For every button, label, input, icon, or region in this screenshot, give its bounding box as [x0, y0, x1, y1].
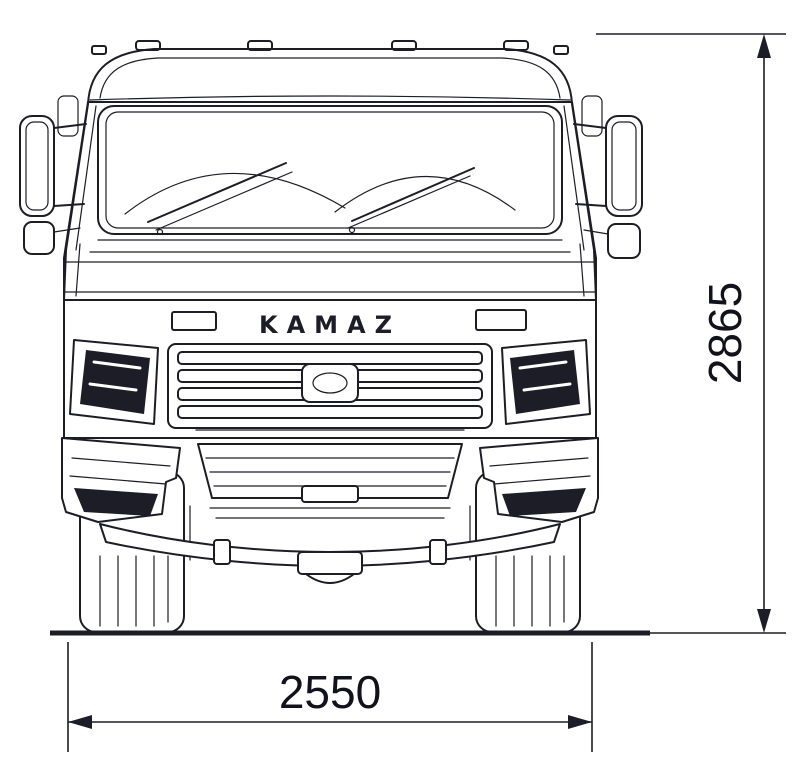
headlight-glass-left [80, 350, 150, 414]
width-arrow-right [568, 715, 592, 729]
headlight-left [69, 339, 159, 425]
badge-plate-right [475, 309, 527, 331]
mirror-arms-right [573, 123, 607, 207]
wide-angle-mirror-left [23, 221, 55, 255]
wiper-pivot-right [348, 226, 356, 234]
cab-body [63, 101, 597, 439]
marker-lamp-small-right [553, 45, 569, 55]
tow-housing-arc [305, 573, 355, 584]
grille [167, 343, 493, 429]
corner-deflector-left [57, 95, 79, 137]
badge-plate-left [171, 311, 217, 331]
wiper-blade-right [351, 167, 475, 222]
bumper-center-member [209, 507, 451, 519]
roof-outline [87, 48, 573, 105]
marker-lamp-small-left [91, 45, 107, 55]
dimension-height: 2865 [596, 33, 786, 633]
height-arrow-bottom [757, 609, 771, 633]
wide-angle-arm-right [583, 229, 609, 235]
bumper [61, 429, 599, 584]
headlight-frame-right [501, 339, 591, 425]
hanger-right [429, 539, 447, 565]
cab-edge-right [571, 103, 597, 439]
hanger-left [213, 539, 231, 565]
roof [57, 40, 603, 137]
truck-front-view: KAMAZ [19, 40, 643, 633]
cab-seams [63, 103, 597, 439]
windshield [89, 105, 571, 253]
bumper-step-lines-right [489, 457, 591, 485]
windshield-outer [97, 105, 563, 235]
height-arrow-top [757, 34, 771, 58]
cab-edge-left [63, 103, 89, 439]
mirror-housing-right [605, 115, 643, 217]
mirror-housing-left [19, 115, 55, 217]
windshield-inner [105, 111, 555, 229]
wiper-sweep-arc-right [334, 175, 516, 213]
mirror-right [573, 115, 643, 259]
wiper-sweep-arc-left [124, 172, 346, 215]
tow-housing [297, 551, 363, 575]
mirror-left [19, 115, 87, 255]
tire-tread-right [495, 555, 565, 627]
sun-visor-line [89, 95, 571, 101]
tire-tread-left [99, 555, 169, 627]
corner-deflector-right [581, 95, 603, 137]
roof-inner-line [99, 57, 561, 99]
headlight-right [501, 339, 591, 425]
headlight-slits-right [518, 360, 572, 392]
door-edge-lines [75, 243, 585, 297]
dimension-width: 2550 [67, 642, 593, 752]
wiper-blade-left [147, 162, 287, 223]
windshield-sill [89, 239, 571, 253]
mirror-arms-left [53, 123, 87, 207]
wiper-arm-left [155, 171, 293, 231]
license-plate-box [301, 485, 359, 503]
headlight-frame-left [69, 339, 159, 425]
grille-slat-1 [177, 351, 483, 365]
grille-logo-emblem [312, 372, 348, 394]
headlight-slits-left [88, 360, 142, 392]
bumper-step-lines-left [69, 457, 171, 485]
wide-angle-mirror-right [607, 223, 641, 259]
grille-slat-4 [177, 405, 483, 419]
wiper-arm-right [347, 175, 471, 229]
kamaz-logo-text: KAMAZ [259, 311, 401, 339]
width-arrow-left [68, 715, 92, 729]
a-pillar-inner-lines [75, 105, 585, 251]
mirror-glass-right [611, 121, 637, 211]
headlight-glass-right [510, 350, 580, 414]
fog-recess-right [502, 488, 586, 516]
grille-logo-plate [301, 363, 359, 403]
width-dimension-label: 2550 [279, 666, 381, 718]
brand-badge-row: KAMAZ [171, 309, 527, 339]
grille-frame [167, 343, 493, 429]
height-dimension-label: 2865 [699, 282, 751, 384]
wiper-pivot-left [156, 228, 164, 236]
wide-angle-arm-left [53, 227, 81, 233]
windshield-wipers [124, 162, 516, 236]
fog-recess-left [74, 488, 158, 516]
mirror-glass-left [25, 121, 49, 211]
